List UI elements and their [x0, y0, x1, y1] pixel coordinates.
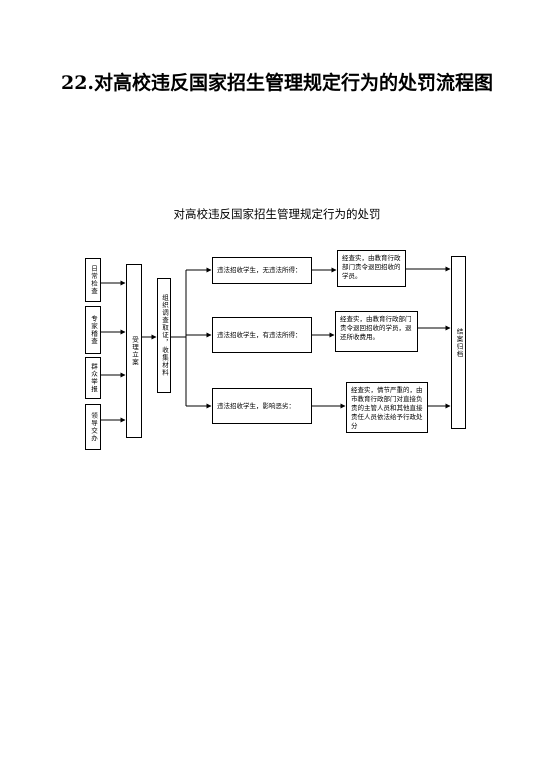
source-label: 专家稽查: [89, 315, 98, 345]
penalty-label: 经查实，由教育行政部门责令退回招收的学员。: [342, 254, 401, 280]
source-label: 群众举报: [89, 363, 98, 393]
source-label: 日常检查: [89, 265, 98, 295]
condition-box-with-gain: 违法招收学生，有违法所得：: [212, 317, 312, 353]
condition-box-bad-impact: 违法招收学生，影响恶劣：: [212, 388, 312, 424]
condition-label: 违法招收学生，有违法所得：: [217, 330, 302, 339]
penalty-box-return-students: 经查实，由教育行政部门责令退回招收的学员。: [337, 250, 406, 287]
penalty-label: 经查实，情节严重的，由市教育行政部门对直接负责的主管人员和其他直接责任人员依法给…: [351, 386, 423, 430]
diagram-title: 对高校违反国家招生管理规定行为的处罚: [173, 207, 381, 221]
source-box-leader-assigned: 领导交办: [85, 404, 101, 450]
source-box-expert-audit: 专家稽查: [85, 306, 101, 354]
accept-case-label: 受理立案: [130, 336, 139, 366]
condition-label: 违法招收学生，无违法所得：: [217, 266, 302, 274]
investigation-box: 组织调查取证，收集材料: [157, 278, 171, 393]
penalty-label: 经查实，由教育行政部门责令退回招收的学员，退还所收费用。: [340, 315, 412, 341]
page-title: 22.对高校违反国家招生管理规定行为的处罚流程图: [60, 72, 494, 94]
source-label: 领导交办: [89, 412, 98, 442]
investigation-label: 组织调查取证，收集材料: [160, 294, 169, 377]
accept-case-box: 受理立案: [126, 264, 142, 438]
condition-label: 违法招收学生，影响恶劣：: [217, 401, 295, 410]
case-closed-box: 结案归档: [451, 256, 466, 429]
source-box-public-report: 群众举报: [85, 357, 101, 399]
condition-box-no-gain: 违法招收学生，无违法所得：: [212, 257, 312, 284]
penalty-box-administrative-sanction: 经查实，情节严重的，由市教育行政部门对直接负责的主管人员和其他直接责任人员依法给…: [346, 382, 428, 433]
penalty-box-refund-fees: 经查实，由教育行政部门责令退回招收的学员，退还所收费用。: [335, 311, 418, 352]
case-closed-label: 结案归档: [455, 327, 463, 358]
source-box-daily-inspection: 日常检查: [85, 258, 101, 302]
